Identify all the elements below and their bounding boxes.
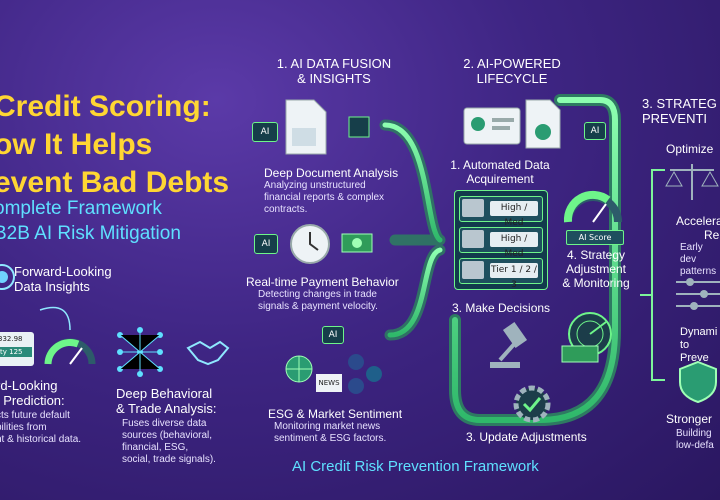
step3-make-decisions: 3. Make Decisions	[452, 301, 551, 315]
social-icons	[348, 354, 382, 394]
doc-analysis-label: Deep Document Analysis	[264, 166, 399, 180]
handshake-icon	[186, 340, 230, 366]
clock-icon	[290, 224, 330, 264]
prediction-title: rd-Looking t Prediction:	[0, 378, 65, 408]
shield-icon	[679, 360, 717, 404]
doc-analysis-desc: Analyzing unstructured financial reports…	[264, 180, 385, 215]
score-row-3: Tier 1 / 2 / 3	[459, 258, 543, 290]
doc-ai-badge: AI	[252, 122, 278, 142]
payment-ai-badge: AI	[254, 234, 278, 254]
gavel-icon	[490, 321, 528, 368]
brain-icon	[0, 264, 15, 290]
check-gear-icon	[513, 385, 551, 423]
subtitle-line-1: omplete Framework	[0, 198, 162, 219]
prediction-desc: cts future default bilities from nt & hi…	[0, 410, 82, 445]
step4-label: 4. Strategy Adjustment & Monitoring	[562, 248, 630, 290]
stronger-desc: Building low-defa	[676, 428, 714, 451]
report-icon	[525, 99, 561, 149]
step1-label: 1. Automated Data Acquirement	[450, 158, 550, 186]
sliders-icon	[676, 278, 720, 310]
optimize-label: Optimize	[666, 142, 714, 156]
behavioral-title: Deep Behavioral & Trade Analysis:	[116, 386, 217, 416]
accelerate-desc: Early dev patterns	[680, 242, 717, 277]
cash-stack-icon	[561, 345, 599, 363]
title-line-2: ow It Helps	[0, 128, 153, 161]
dynamic-label: Dynami to Preve	[680, 326, 718, 364]
payment-behavior-label: Real-time Payment Behavior	[246, 275, 399, 289]
title-line-1: Credit Scoring:	[0, 90, 211, 123]
esg-ai-badge: AI	[322, 326, 344, 344]
step3-update-adjustments: 3. Update Adjustments	[466, 430, 587, 444]
section2-heading: 2. AI-POWERED LIFECYCLE	[463, 56, 561, 86]
section3-heading: 3. STRATEG PREVENTI	[642, 96, 717, 126]
id-card-icon	[463, 107, 521, 145]
subtitle-line-2: B2B AI Risk Mitigation	[0, 223, 181, 244]
payment-behavior-desc: Detecting changes in trade signals & pay…	[258, 289, 378, 312]
framework-footer-title: AI Credit Risk Prevention Framework	[292, 458, 539, 475]
main-title: Credit Scoring: ow It Helps event Bad De…	[0, 88, 229, 202]
accelerate-label: Accelera Re	[676, 214, 720, 242]
section1-heading: 1. AI DATA FUSION & INSIGHTS	[276, 56, 392, 86]
stronger-label: Stronger	[666, 412, 713, 426]
meter-caption: ty 125	[0, 347, 32, 357]
score-row-2: High / Med	[459, 227, 543, 259]
news-icon: NEWS	[316, 374, 342, 392]
ai-score-gauge	[563, 190, 622, 223]
esg-label: ESG & Market Sentiment	[268, 407, 403, 421]
money-icon	[341, 233, 373, 253]
globe-icon	[285, 355, 313, 383]
chip-icon	[348, 116, 370, 138]
lifecycle-ai-badge: AI	[584, 122, 606, 140]
title-line-3: event Bad Debts	[0, 166, 230, 199]
document-icon	[285, 99, 327, 155]
forward-looking-label: Forward-Looking Data Insights	[14, 264, 112, 294]
ai-score-label: AI Score	[566, 230, 624, 245]
gauge-icon	[44, 338, 96, 365]
meter-card: 332.98 ty 125	[0, 332, 34, 366]
subtitle: omplete Framework B2B AI Risk Mitigation	[0, 196, 181, 246]
score-row-1: High / Med	[459, 196, 543, 228]
esg-desc: Monitoring market news sentiment & ESG f…	[274, 421, 387, 444]
meter-value: 332.98	[0, 335, 23, 343]
behavioral-desc: Fuses diverse data sources (behavioral, …	[122, 418, 216, 465]
scales-icon	[665, 164, 719, 200]
score-panel: High / Med High / Med Tier 1 / 2 / 3	[454, 190, 548, 290]
